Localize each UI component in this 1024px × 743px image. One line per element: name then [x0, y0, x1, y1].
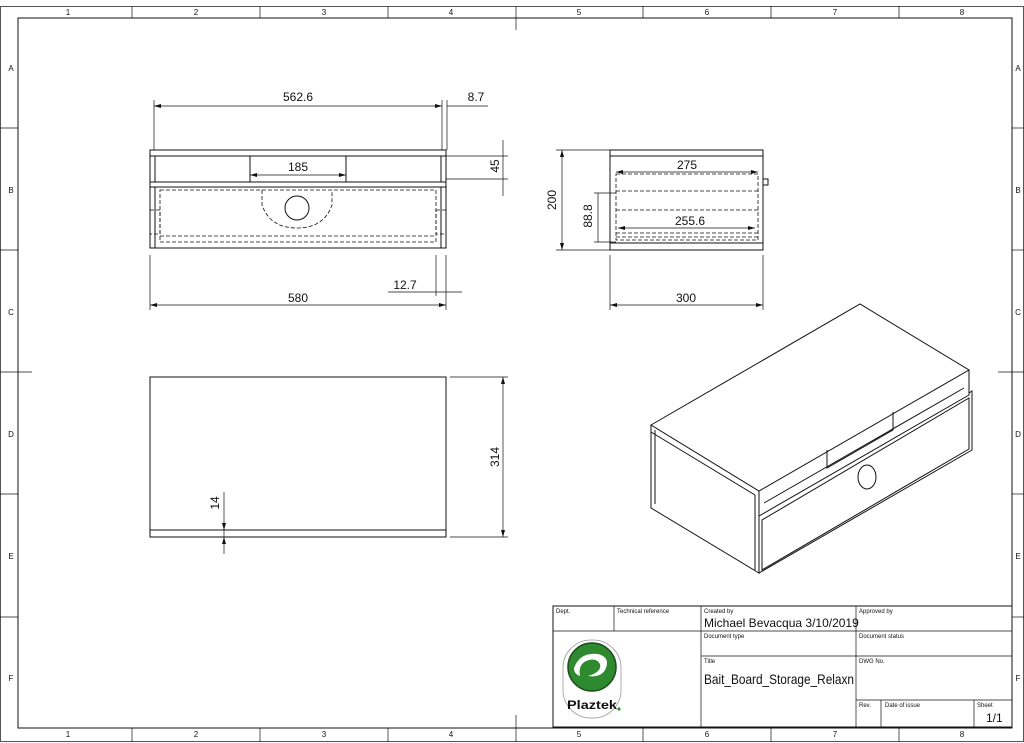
plan-view — [149, 376, 447, 538]
col-label-top-4: 4 — [449, 8, 454, 17]
dim-562-6: 562.6 — [283, 90, 313, 104]
doc-type-label: Document type — [704, 634, 745, 640]
tech-ref-label: Technical reference — [617, 609, 670, 615]
grid-labels: 1 2 3 4 5 6 7 8 1 2 3 4 5 6 7 8 A B C D … — [8, 8, 1021, 739]
dwg-no-label: DWG No. — [859, 659, 885, 665]
row-label-left-c: C — [8, 308, 14, 317]
row-label-left-d: D — [8, 430, 14, 439]
dim-314: 314 — [488, 447, 502, 467]
dim-255-6: 255.6 — [675, 214, 705, 228]
isometric-view — [650, 303, 973, 574]
drawing-frame — [0, 6, 1024, 742]
logo-text: Plaztek — [567, 698, 617, 712]
sheet-label: Sheet — [977, 703, 993, 709]
front-view — [149, 149, 447, 249]
col-label-top-6: 6 — [705, 8, 710, 17]
row-label-left-a: A — [8, 64, 14, 73]
title-block: Dept. Technical reference Created by Mic… — [552, 605, 1013, 728]
row-label-right-f: F — [1016, 674, 1021, 683]
side-view-dimensions: 200 88.8 275 255.6 300 — [545, 149, 764, 310]
dept-label: Dept. — [556, 609, 571, 615]
col-label-top-3: 3 — [322, 8, 327, 17]
row-label-right-b: B — [1015, 186, 1020, 195]
row-label-left-e: E — [8, 552, 13, 561]
dim-185: 185 — [288, 160, 308, 174]
col-label-bottom-8: 8 — [960, 730, 965, 739]
rev-label: Rev. — [859, 703, 871, 709]
col-label-bottom-3: 3 — [322, 730, 327, 739]
title-value: Bait_Board_Storage_Relaxn — [704, 671, 854, 687]
front-view-dimensions: 562.6 8.7 45 185 580 12.7 — [149, 90, 508, 310]
dim-12-7: 12.7 — [393, 278, 417, 292]
dim-275: 275 — [677, 158, 697, 172]
col-label-top-2: 2 — [194, 8, 199, 17]
title-label: Title — [704, 659, 716, 665]
col-label-bottom-1: 1 — [66, 730, 71, 739]
col-label-bottom-2: 2 — [194, 730, 199, 739]
row-label-right-d: D — [1015, 430, 1021, 439]
col-label-top-8: 8 — [960, 8, 965, 17]
plaztek-logo: Plaztek — [562, 639, 622, 719]
doc-status-label: Document status — [859, 634, 904, 640]
approved-by-label: Approved by — [859, 609, 893, 615]
col-label-bottom-6: 6 — [705, 730, 710, 739]
sheet-value: 1/1 — [986, 711, 1003, 725]
dim-200: 200 — [545, 190, 559, 210]
plan-view-dimensions: 314 14 — [208, 376, 508, 554]
dim-300: 300 — [676, 291, 696, 305]
side-view — [609, 149, 769, 251]
col-label-top-7: 7 — [833, 8, 838, 17]
row-label-right-c: C — [1015, 308, 1021, 317]
row-label-right-a: A — [1015, 64, 1021, 73]
created-by-label: Created by — [704, 609, 733, 615]
col-label-bottom-4: 4 — [449, 730, 454, 739]
dim-8-7: 8.7 — [468, 90, 485, 104]
dim-14: 14 — [208, 496, 222, 510]
row-label-left-b: B — [8, 186, 13, 195]
col-label-top-5: 5 — [577, 8, 582, 17]
created-by-value: Michael Bevacqua 3/10/2019 — [704, 616, 859, 630]
dim-88-8: 88.8 — [581, 204, 595, 228]
date-issue-label: Date of issue — [885, 703, 921, 709]
dim-45: 45 — [488, 159, 502, 173]
col-label-top-1: 1 — [66, 8, 71, 17]
col-label-bottom-7: 7 — [833, 730, 838, 739]
col-label-bottom-5: 5 — [577, 730, 582, 739]
row-label-left-f: F — [9, 674, 14, 683]
dim-580: 580 — [288, 291, 308, 305]
row-label-right-e: E — [1015, 552, 1020, 561]
